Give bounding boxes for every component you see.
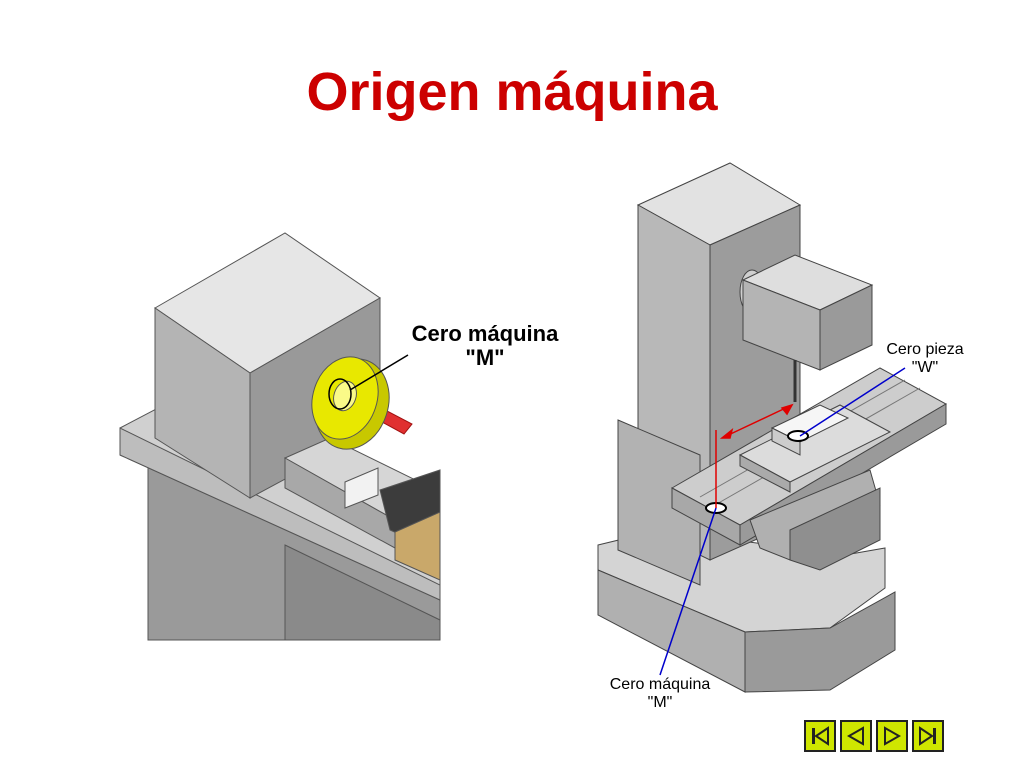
next-slide-icon [884, 726, 902, 746]
lathe-tool-holder [394, 511, 441, 581]
previous-slide-button[interactable] [840, 720, 872, 752]
mill-machine-leader [659, 507, 717, 676]
previous-slide-icon [846, 726, 864, 746]
mill-knee-front [617, 419, 701, 586]
next-slide-button[interactable] [876, 720, 908, 752]
lathe-label-line1: Cero máquina [411, 321, 559, 346]
slide-title: Origen máquina [306, 62, 718, 122]
mill-workpiece-label-line2: "W" [911, 358, 939, 376]
first-slide-icon [812, 726, 829, 746]
mill-machine-label-line2: "M" [647, 693, 673, 711]
mill-head-side [819, 284, 873, 371]
mill-machine-zero-label: Cero máquina "M" [592, 676, 728, 711]
mill-base-side [744, 591, 896, 693]
mill-offset-arrow-left [719, 428, 734, 439]
mill-workpiece-leader [799, 367, 906, 437]
lathe-bed-lip [119, 427, 441, 601]
last-slide-button[interactable] [912, 720, 944, 752]
mill-workpiece-zero-label: Cero pieza "W" [870, 341, 980, 376]
lathe-label-line2: "M" [465, 345, 505, 371]
lathe-machine-zero-label: Cero máquina "M" [385, 321, 585, 371]
mill-vise-front [739, 454, 791, 493]
mill-offset-arrow-right [780, 403, 794, 416]
first-slide-button[interactable] [804, 720, 836, 752]
mill-workpiece-label-line1: Cero pieza [886, 341, 964, 358]
mill-machine-label-line1: Cero máquina [609, 676, 711, 693]
lathe-toolpost [344, 467, 379, 509]
last-slide-icon [919, 726, 936, 746]
mill-offset-diagonal [721, 404, 793, 439]
lathe-machine-zero-marker [328, 378, 352, 410]
lathe-leader-line [349, 354, 409, 391]
lathe-base-block [284, 544, 441, 641]
mill-saddle-front [789, 487, 881, 571]
